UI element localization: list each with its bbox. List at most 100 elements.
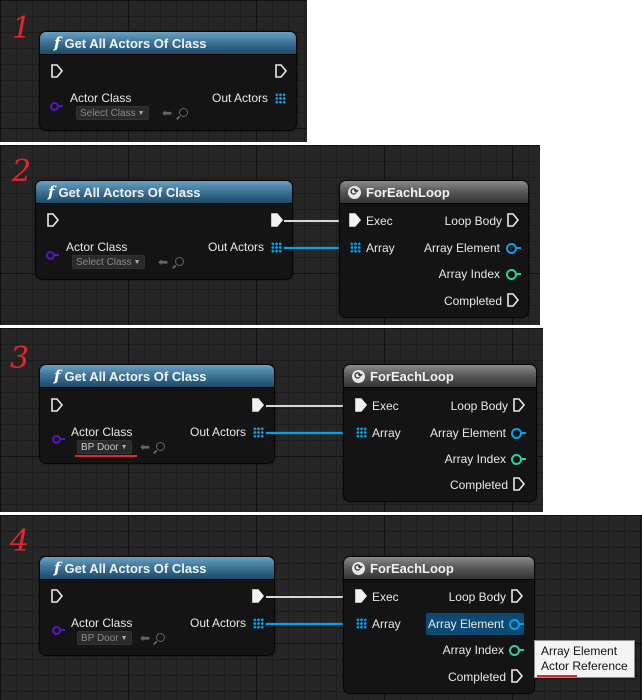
completed-label: Completed [443, 294, 502, 308]
exec-in-pin[interactable] [50, 64, 64, 78]
function-icon: f [48, 183, 55, 201]
loop-body-exec-pin[interactable] [510, 589, 524, 603]
class-dropdown[interactable]: Select Class▼ [72, 255, 145, 269]
node-header[interactable]: f Get All Actors Of Class [40, 557, 274, 580]
array-index-pin-tail [517, 273, 521, 275]
node-header[interactable]: ⟳ ForEachLoop [344, 365, 536, 388]
actor-class-pin[interactable] [52, 435, 61, 444]
exec-in-pin[interactable] [348, 213, 362, 227]
foreach-loop-node-3[interactable]: ⟳ ForEachLoop Exec Array Loop Body Array… [344, 365, 536, 501]
array-wire[interactable] [266, 432, 352, 434]
node-header[interactable]: f Get All Actors Of Class [36, 181, 292, 204]
exec-in-pin[interactable] [50, 398, 64, 412]
step-number-3: 3 [10, 341, 30, 376]
class-dropdown-value: BP Door [81, 633, 119, 644]
out-actors-array-pin[interactable] [253, 618, 264, 629]
out-actors-label: Out Actors [208, 240, 265, 254]
exec-in-pin[interactable] [50, 589, 64, 603]
out-actors-array-pin[interactable] [271, 242, 282, 253]
array-index-pin[interactable] [509, 645, 520, 656]
node-header[interactable]: ⟳ ForEachLoop [344, 557, 534, 580]
exec-out-pin[interactable] [251, 589, 265, 603]
get-all-actors-node-1[interactable]: f Get All Actors Of Class Actor Class Se… [40, 32, 296, 130]
completed-label: Completed [447, 670, 506, 684]
array-index-pin[interactable] [511, 454, 522, 465]
function-icon: f [54, 559, 61, 577]
out-actors-array-pin[interactable] [253, 427, 264, 438]
exec-out-pin[interactable] [274, 64, 288, 78]
get-all-actors-node-2[interactable]: f Get All Actors Of Class Actor Class Se… [36, 181, 292, 279]
step-number-4: 4 [10, 524, 30, 559]
tooltip-pin-type: Actor Reference [541, 659, 628, 673]
loop-body-exec-pin[interactable] [506, 213, 520, 227]
node-header[interactable]: ⟳ ForEachLoop [340, 181, 528, 204]
array-element-label: Array Element [423, 241, 500, 255]
node-header[interactable]: f Get All Actors Of Class [40, 32, 296, 55]
actor-class-label: Actor Class [70, 91, 132, 105]
use-selected-arrow-icon[interactable]: ⬅ [162, 106, 173, 120]
browse-search-icon[interactable] [156, 442, 165, 451]
actor-class-label: Actor Class [71, 616, 133, 630]
array-wire[interactable] [266, 623, 352, 625]
exec-label: Exec [366, 214, 393, 228]
graph-panel-4[interactable]: 4 f Get All Actors Of Class Actor Class … [0, 515, 642, 700]
use-selected-arrow-icon[interactable]: ⬅ [158, 255, 169, 269]
exec-label: Exec [372, 399, 399, 413]
actor-class-pin[interactable] [50, 102, 59, 111]
loop-body-label: Loop Body [450, 399, 508, 413]
foreach-loop-node-2[interactable]: ⟳ ForEachLoop Exec Array Loop Body Array… [340, 181, 528, 317]
class-dropdown[interactable]: Select Class▼ [76, 106, 149, 120]
exec-label: Exec [372, 590, 399, 604]
exec-wire[interactable] [284, 220, 348, 222]
exec-wire[interactable] [266, 596, 352, 598]
array-element-pin[interactable] [506, 243, 517, 254]
browse-search-icon[interactable] [179, 108, 188, 117]
class-dropdown-value: Select Class [80, 108, 136, 119]
loop-body-exec-pin[interactable] [512, 398, 526, 412]
class-dropdown-value: Select Class [76, 257, 132, 268]
get-all-actors-node-3[interactable]: f Get All Actors Of Class Actor Class BP… [40, 365, 274, 463]
exec-out-pin[interactable] [270, 213, 284, 227]
array-element-pin-tail [520, 623, 524, 625]
array-index-pin-tail [522, 458, 526, 460]
array-index-pin-tail [520, 649, 524, 651]
actor-class-label: Actor Class [66, 240, 128, 254]
completed-exec-pin[interactable] [510, 669, 524, 683]
array-element-pin[interactable] [511, 428, 522, 439]
tooltip-pin-name: Array Element [541, 644, 618, 658]
function-icon: f [54, 34, 61, 52]
use-selected-arrow-icon[interactable]: ⬅ [140, 440, 151, 454]
exec-wire[interactable] [266, 405, 352, 407]
array-element-pin[interactable] [509, 619, 520, 630]
exec-in-pin[interactable] [354, 589, 368, 603]
class-dropdown[interactable]: BP Door▼ [77, 631, 132, 645]
out-actors-label: Out Actors [190, 425, 247, 439]
chevron-down-icon: ▼ [137, 110, 145, 117]
exec-out-pin[interactable] [251, 398, 265, 412]
get-all-actors-node-4[interactable]: f Get All Actors Of Class Actor Class BP… [40, 557, 274, 655]
browse-search-icon[interactable] [156, 633, 165, 642]
array-in-pin[interactable] [356, 427, 367, 438]
out-actors-array-pin[interactable] [275, 93, 286, 104]
graph-panel-1[interactable]: 1 f Get All Actors Of Class Actor Class … [0, 0, 307, 142]
graph-panel-3[interactable]: 3 f Get All Actors Of Class Actor Class … [0, 328, 543, 512]
completed-exec-pin[interactable] [512, 477, 526, 491]
array-in-pin[interactable] [356, 618, 367, 629]
actor-class-pin[interactable] [46, 251, 55, 260]
graph-panel-2[interactable]: 2 f Get All Actors Of Class Actor Class … [0, 145, 540, 325]
class-dropdown[interactable]: BP Door▼ [77, 440, 132, 454]
array-wire[interactable] [284, 247, 348, 249]
completed-exec-pin[interactable] [506, 293, 520, 307]
exec-in-pin[interactable] [46, 213, 60, 227]
function-icon: f [54, 367, 61, 385]
actor-class-pin[interactable] [52, 626, 61, 635]
exec-in-pin[interactable] [354, 398, 368, 412]
foreach-loop-node-4[interactable]: ⟳ ForEachLoop Exec Array Loop Body Array… [344, 557, 534, 693]
array-index-pin[interactable] [506, 269, 517, 280]
use-selected-arrow-icon[interactable]: ⬅ [140, 631, 151, 645]
actor-class-pin-tail [59, 105, 63, 107]
array-in-pin[interactable] [350, 242, 361, 253]
browse-search-icon[interactable] [175, 257, 184, 266]
node-header[interactable]: f Get All Actors Of Class [40, 365, 274, 388]
array-element-label: Array Element [429, 426, 506, 440]
